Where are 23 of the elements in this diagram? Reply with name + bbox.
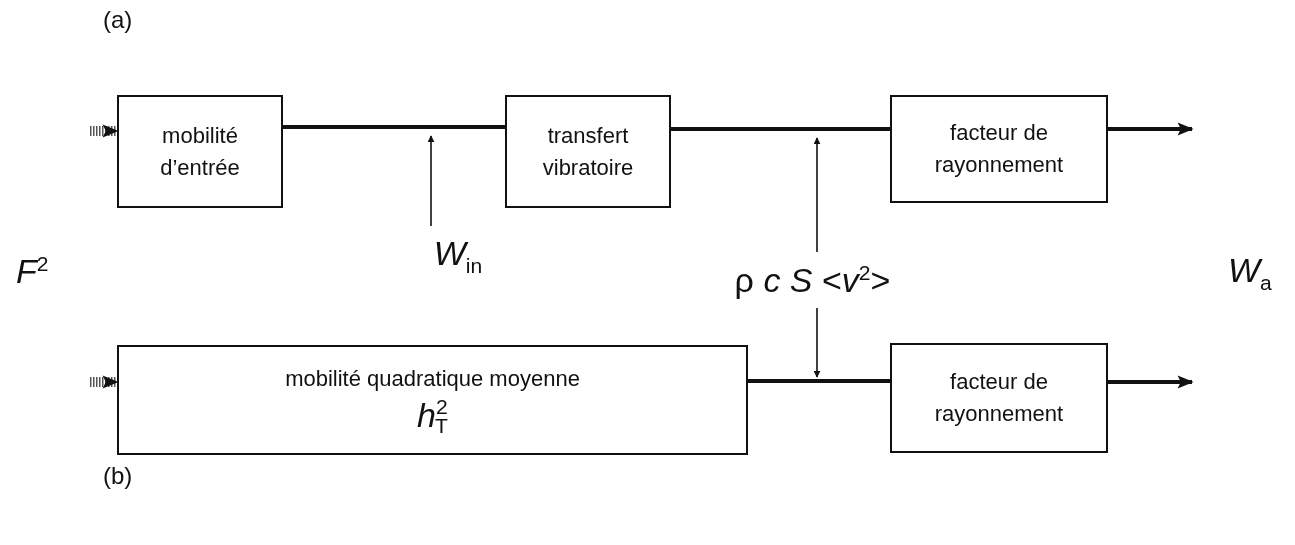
formula-label: W$_{a}$ [1228, 252, 1272, 294]
formula-label: W$_{in}$ [433, 235, 483, 277]
arrow [813, 307, 821, 378]
process-box [117, 345, 748, 455]
formula-label: F$^{2}$ [16, 252, 49, 291]
formula-label: ρ c S <v$^{2}$> [734, 260, 891, 300]
box-label: facteur de rayonnement [933, 368, 1065, 428]
box-label: transfert vibratoire [541, 121, 635, 182]
panel-label: (a) [103, 6, 133, 34]
process-box [505, 95, 671, 208]
input-arrow [90, 124, 119, 138]
arrow [813, 137, 821, 253]
arrow [427, 135, 435, 227]
box-label: mobilité d’entrée [159, 121, 241, 182]
process-box [890, 343, 1108, 453]
box-label: facteur de rayonnement [933, 119, 1065, 179]
process-box [890, 95, 1108, 203]
arrow [1108, 375, 1194, 389]
input-arrow [90, 375, 119, 389]
panel-label: (b) [103, 462, 133, 490]
process-box [117, 95, 283, 208]
arrow [1108, 122, 1194, 136]
box-label: mobilité quadratique moyenne [284, 365, 581, 393]
